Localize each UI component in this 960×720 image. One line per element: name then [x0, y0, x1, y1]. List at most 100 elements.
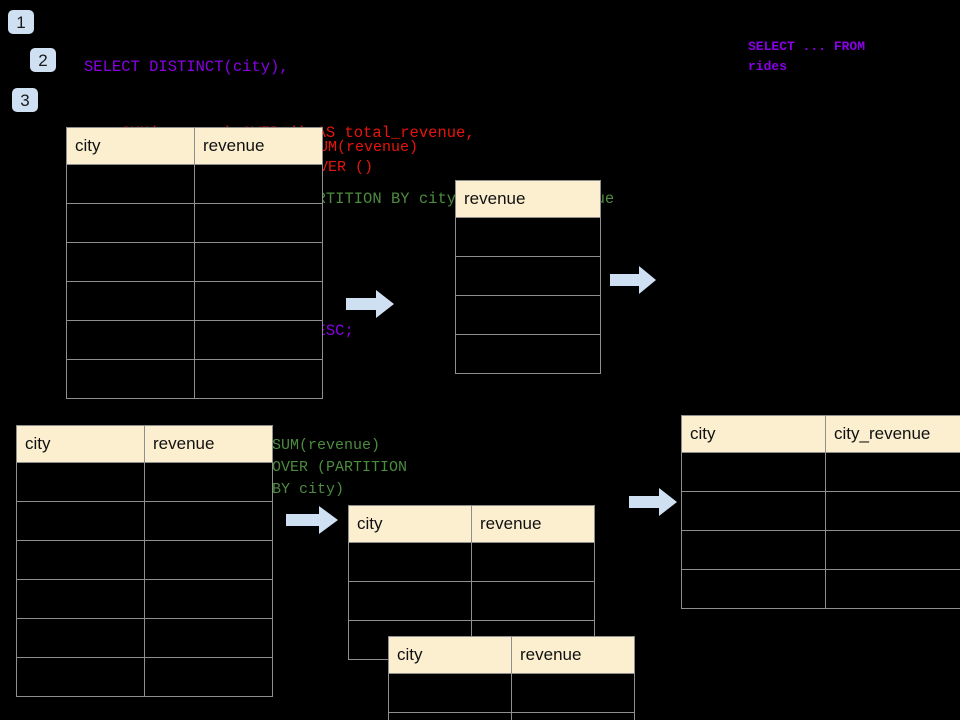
table-row	[66, 164, 323, 204]
table-cell	[16, 501, 145, 541]
table-row	[455, 217, 601, 257]
table-cell	[825, 569, 960, 609]
table-cell	[825, 491, 960, 531]
arrow-total-to-result	[610, 266, 656, 294]
table-row	[388, 673, 635, 713]
table-cell	[681, 452, 826, 492]
table-cell	[471, 542, 595, 582]
table-row	[16, 657, 273, 697]
table-row	[348, 581, 595, 621]
column-header-city: city	[348, 505, 472, 543]
table-row	[455, 295, 601, 335]
table-cell	[511, 673, 635, 713]
table-cell	[194, 359, 323, 399]
rides-source-table-bottom: city revenue	[16, 425, 273, 697]
table-cell	[144, 618, 273, 658]
step-badge-1-label: 1	[16, 12, 26, 32]
table-cell	[66, 359, 195, 399]
partition-group-table-back: city revenue	[348, 505, 595, 660]
table-row	[66, 242, 323, 282]
table-header-row: city revenue	[348, 505, 595, 543]
arrow-source-to-total	[346, 290, 394, 318]
table-cell	[348, 581, 472, 621]
table-cell	[194, 281, 323, 321]
table-cell	[144, 462, 273, 502]
table-cell	[66, 203, 195, 243]
table-cell	[825, 530, 960, 570]
table-row	[16, 462, 273, 502]
table-cell	[144, 657, 273, 697]
table-cell	[144, 540, 273, 580]
arrow-partition-to-result	[629, 488, 677, 516]
rides-source-table-top: city revenue	[66, 127, 323, 399]
table-cell	[194, 320, 323, 360]
table-cell	[348, 542, 472, 582]
table-cell	[511, 712, 635, 720]
table-cell	[825, 452, 960, 492]
table-row	[16, 501, 273, 541]
table-cell	[194, 203, 323, 243]
table-row	[348, 542, 595, 582]
table-cell	[455, 217, 601, 257]
column-header-city: city	[66, 127, 195, 165]
column-header-revenue: revenue	[471, 505, 595, 543]
table-row	[455, 256, 601, 296]
step-badge-1: 1	[8, 10, 34, 34]
table-row	[66, 320, 323, 360]
column-header-revenue: revenue	[144, 425, 273, 463]
step-badge-3-label: 3	[20, 90, 30, 110]
table-row	[66, 359, 323, 399]
column-header-city: city	[681, 415, 826, 453]
table-row	[681, 491, 960, 531]
column-header-city-revenue: city_revenue	[825, 415, 960, 453]
table-row	[66, 281, 323, 321]
column-header-revenue: revenue	[194, 127, 323, 165]
table-cell	[16, 462, 145, 502]
table-cell	[66, 320, 195, 360]
partition-group-table-front: city revenue	[388, 636, 635, 720]
table-cell	[144, 501, 273, 541]
table-row	[16, 540, 273, 580]
table-cell	[455, 334, 601, 374]
column-header-city: city	[16, 425, 145, 463]
table-cell	[388, 712, 512, 720]
table-cell	[16, 579, 145, 619]
table-cell	[471, 581, 595, 621]
table-cell	[66, 242, 195, 282]
table-header-row: city revenue	[66, 127, 323, 165]
column-header-city: city	[388, 636, 512, 674]
table-cell	[194, 164, 323, 204]
table-row	[455, 334, 601, 374]
table-cell	[455, 295, 601, 335]
table-cell	[681, 530, 826, 570]
arrow-source-to-partition	[286, 506, 338, 534]
column-header-revenue: revenue	[511, 636, 635, 674]
table-cell	[681, 491, 826, 531]
table-row	[16, 618, 273, 658]
table-cell	[16, 657, 145, 697]
annotation-select-from-rides: SELECT ... FROM rides	[748, 39, 866, 74]
table-cell	[66, 164, 195, 204]
table-cell	[388, 673, 512, 713]
annotation-sum-over-empty: SUM(revenue) OVER ()	[310, 139, 419, 176]
table-header-row: city city_revenue	[681, 415, 960, 453]
total-revenue-table: revenue	[455, 180, 601, 374]
table-cell	[455, 256, 601, 296]
table-cell	[16, 540, 145, 580]
sql-line-1: SELECT DISTINCT(city),	[84, 58, 289, 76]
table-row	[681, 530, 960, 570]
table-cell	[194, 242, 323, 282]
step-badge-2: 2	[30, 48, 56, 72]
table-cell	[681, 569, 826, 609]
table-cell	[16, 618, 145, 658]
table-row	[681, 452, 960, 492]
table-header-row: revenue	[455, 180, 601, 218]
table-row	[681, 569, 960, 609]
annotation-sum-over-partition: SUM(revenue) OVER (PARTITION BY city)	[272, 437, 408, 498]
table-row	[388, 712, 635, 720]
step-badge-3: 3	[12, 88, 38, 112]
table-header-row: city revenue	[16, 425, 273, 463]
step-badge-2-label: 2	[38, 50, 48, 70]
table-header-row: city revenue	[388, 636, 635, 674]
